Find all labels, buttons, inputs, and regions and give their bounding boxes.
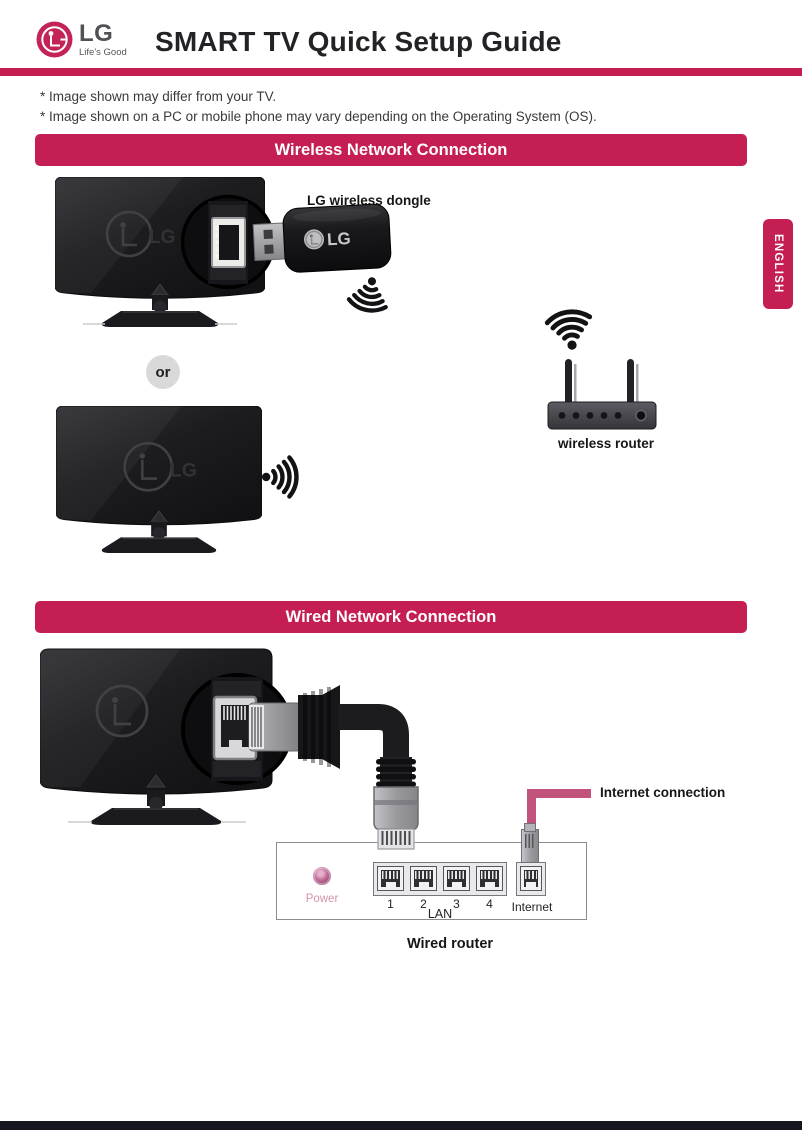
wifi-signal-icon: [544, 309, 593, 350]
wireless-router-illustration: [547, 359, 657, 430]
lan-label: LAN: [427, 907, 453, 921]
internet-port-box: [516, 862, 546, 896]
footer-bar: [0, 1121, 802, 1130]
header-rule: [0, 68, 802, 76]
wired-section-banner: Wired Network Connection: [35, 601, 747, 633]
wired-router-label: Wired router: [406, 936, 494, 952]
brand-text: LG: [79, 20, 114, 47]
wireless-router-label: wireless router: [557, 436, 655, 451]
internet-connection-label: Internet connection: [600, 785, 726, 800]
power-button-icon: [313, 867, 331, 885]
language-tab: ENGLISH: [763, 219, 793, 309]
rj45-port-icon: [410, 865, 437, 891]
tv-illustration-wired: [40, 648, 419, 850]
lg-logo-icon: [36, 21, 73, 58]
brand-tagline: Life's Good: [79, 47, 127, 58]
dongle-label: LG wireless dongle: [307, 193, 431, 208]
internet-cable-vertical: [527, 789, 536, 837]
power-label: Power: [305, 893, 339, 905]
internet-port-label: Internet: [511, 900, 553, 914]
tv-illustration-builtin-wifi: LG: [56, 406, 262, 554]
internet-cable-horizontal: [527, 789, 591, 798]
lan-port-number: 2: [420, 897, 427, 911]
lan-port-number: 4: [486, 897, 493, 911]
page-title: SMART TV Quick Setup Guide: [155, 26, 562, 57]
rj45-port-icon: [519, 865, 542, 891]
internet-cable-plug-icon: [521, 823, 539, 863]
wireless-section-banner: Wireless Network Connection: [35, 134, 747, 166]
disclaimer-notes: * Image shown may differ from your TV. *…: [40, 87, 597, 126]
lg-wordmark: LG Life's Good: [79, 20, 127, 59]
disclaimer-line-1: * Image shown may differ from your TV.: [40, 89, 277, 104]
dongle-brand-text: LG: [327, 229, 352, 249]
lan-port-number: 3: [453, 897, 460, 911]
rj45-port-icon: [443, 865, 470, 891]
tv-ghost-logo-text: LG: [149, 227, 175, 248]
usb-port-zoom-inset: [181, 194, 276, 290]
lg-wireless-dongle-illustration: LG: [252, 203, 392, 273]
wifi-signal-icon: [346, 277, 388, 313]
lan-port-group: [373, 862, 507, 896]
tv-ghost-logo-text: LG: [170, 460, 197, 482]
disclaimer-line-2: * Image shown on a PC or mobile phone ma…: [40, 108, 597, 124]
rj45-port-icon: [476, 865, 503, 891]
lan-port-number: 1: [387, 897, 394, 911]
wired-router-diagram: Power 1 2 3 4 LAN Internet: [276, 842, 587, 921]
or-badge: or: [146, 355, 180, 389]
wifi-signal-icon: [261, 455, 299, 499]
rj45-port-icon: [377, 865, 404, 891]
